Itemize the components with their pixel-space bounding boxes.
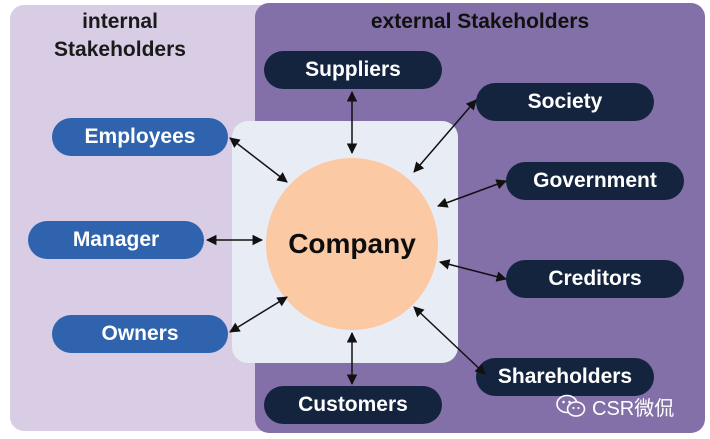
watermark-text: CSR微侃	[592, 397, 675, 420]
stakeholder-manager: Manager	[28, 221, 204, 259]
arrow-owners	[229, 296, 288, 333]
stakeholder-suppliers: Suppliers	[264, 51, 442, 89]
arrow-society	[413, 99, 477, 173]
stakeholder-society: Society	[476, 83, 654, 121]
stakeholder-owners: Owners	[52, 315, 228, 353]
arrow-government	[437, 179, 507, 208]
internal-stakeholders-panel	[10, 5, 274, 431]
stakeholder-customers: Customers	[264, 386, 442, 424]
watermark: CSR微侃	[556, 389, 706, 423]
stakeholder-shareholders: Shareholders	[476, 358, 654, 396]
stakeholder-employees: Employees	[52, 118, 228, 156]
stakeholder-government: Government	[506, 162, 684, 200]
arrow-employees	[229, 137, 288, 183]
arrow-shareholders	[413, 306, 486, 375]
arrow-creditors	[438, 259, 508, 282]
external-stakeholders-title: external Stakeholders	[370, 10, 590, 33]
stakeholder-creditors: Creditors	[506, 260, 684, 298]
company-label: Company	[288, 228, 416, 259]
company-node: Company	[266, 158, 438, 330]
internal-stakeholders-title: internal Stakeholders	[54, 10, 186, 61]
wechat-icon	[556, 394, 586, 417]
